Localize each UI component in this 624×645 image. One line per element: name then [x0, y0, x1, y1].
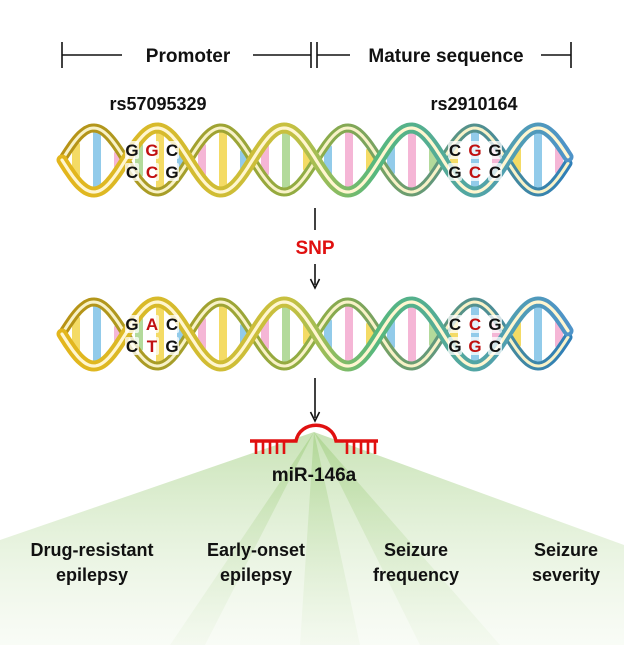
nucleotide-letter: G [468, 337, 481, 356]
effect-fans [0, 432, 624, 645]
base-letter-bg [448, 315, 462, 333]
base-letter-bg [468, 141, 482, 159]
outcome-line2: epilepsy [220, 565, 292, 585]
outcome-line2: severity [532, 565, 600, 585]
outcome-seizure-severity: Seizure severity [532, 540, 600, 585]
nucleotide-letter: C [449, 141, 461, 160]
mature-sequence-label: Mature sequence [368, 46, 523, 67]
nucleotide-letter: G [165, 337, 178, 356]
base-letter-bg [145, 337, 159, 355]
nucleotide-letter: C [469, 315, 481, 334]
nucleotide-letter: G [468, 141, 481, 160]
effect-fan [0, 432, 314, 645]
base-letter-bg [145, 315, 159, 333]
base-letter-bg [125, 163, 139, 181]
nucleotide-letter: G [488, 141, 501, 160]
nucleotide-letter: C [166, 141, 178, 160]
snp-id-right: rs2910164 [430, 94, 517, 114]
base-pair-rung [345, 131, 353, 189]
base-letter-bg [165, 163, 179, 181]
outcome-line1: Seizure [534, 540, 598, 560]
nucleotide-letter: C [489, 337, 501, 356]
base-letter-bg [145, 141, 159, 159]
nucleotide-letter: G [448, 337, 461, 356]
dna-strand-front-highlight [60, 126, 570, 194]
base-pair-rung [534, 305, 542, 363]
outcome-line2: epilepsy [56, 565, 128, 585]
nucleotide-letter: G [145, 141, 158, 160]
base-pair-rung [93, 131, 101, 189]
down-arrow-icon [309, 378, 321, 423]
base-letter-bg [468, 315, 482, 333]
nucleotide-letter: C [469, 163, 481, 182]
base-pair-rung [282, 131, 290, 189]
base-pair-rung [93, 305, 101, 363]
outcome-seizure-frequency: Seizure frequency [373, 540, 459, 585]
header-bracket [61, 42, 572, 68]
outcome-line1: Early-onset [207, 540, 305, 560]
effect-fan [314, 432, 624, 645]
nucleotide-letter: C [489, 163, 501, 182]
base-letter-bg [125, 315, 139, 333]
base-letter-bg [488, 163, 502, 181]
nucleotide-letter: G [488, 315, 501, 334]
base-pair-rung [282, 305, 290, 363]
base-pair-rung [219, 131, 227, 189]
base-pair-rung [408, 305, 416, 363]
nucleotide-letter: G [125, 141, 138, 160]
base-pair-rung [219, 305, 227, 363]
nucleotide-letter: G [125, 315, 138, 334]
base-letter-bg [125, 337, 139, 355]
nucleotide-letter: A [146, 315, 158, 334]
snp-id-left: rs57095329 [109, 94, 206, 114]
base-letter-bg [165, 141, 179, 159]
nucleotide-letter: C [449, 315, 461, 334]
base-letter-bg [448, 337, 462, 355]
outcome-early-onset: Early-onset epilepsy [207, 540, 305, 585]
mirna-label: miR-146a [272, 465, 357, 486]
mirna-hairpin-icon [250, 423, 378, 454]
snp-label: SNP [295, 238, 334, 259]
nucleotide-letter: C [126, 163, 138, 182]
base-letter-bg [488, 337, 502, 355]
nucleotide-letter: G [165, 163, 178, 182]
base-letter-bg [488, 315, 502, 333]
base-pair-rung [534, 131, 542, 189]
nucleotide-letter: T [147, 337, 158, 356]
nucleotide-letter: C [146, 163, 158, 182]
base-letter-bg [468, 337, 482, 355]
base-letter-bg [488, 141, 502, 159]
base-letter-bg [165, 337, 179, 355]
nucleotide-letter: G [448, 163, 461, 182]
base-letter-bg [145, 163, 159, 181]
outcome-line2: frequency [373, 565, 459, 585]
base-letter-bg [125, 141, 139, 159]
promoter-label: Promoter [146, 46, 231, 67]
base-letter-bg [448, 163, 462, 181]
outcome-drug-resistant: Drug-resistant epilepsy [30, 540, 153, 585]
nucleotide-letter: C [166, 315, 178, 334]
base-letter-bg [448, 141, 462, 159]
base-letter-bg [165, 315, 179, 333]
nucleotide-letter: C [126, 337, 138, 356]
outcome-line1: Drug-resistant [30, 540, 153, 560]
dna-strand-front-highlight [60, 300, 570, 368]
base-pair-rung [408, 131, 416, 189]
down-arrow-icon [309, 264, 321, 290]
base-letter-bg [468, 163, 482, 181]
outcome-line1: Seizure [384, 540, 448, 560]
base-pair-rung [345, 305, 353, 363]
